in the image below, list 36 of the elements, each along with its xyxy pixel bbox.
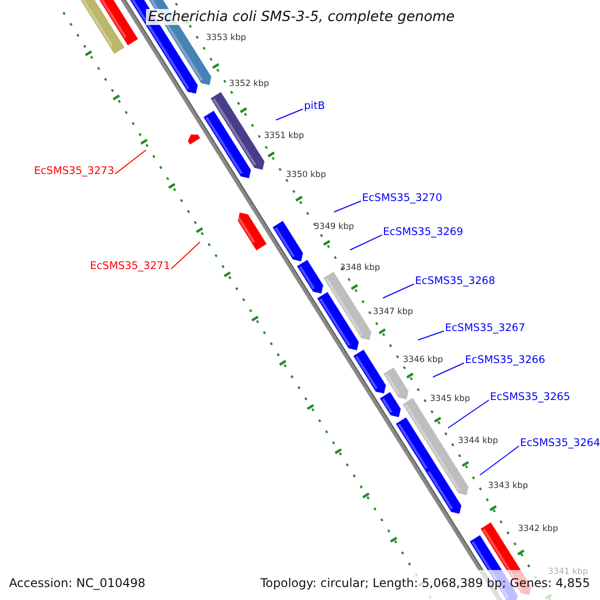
- leader-line: [480, 446, 520, 476]
- leader-line: [334, 200, 362, 212]
- leader-line: [418, 330, 444, 340]
- tick-label: 3342 kbp: [518, 524, 558, 534]
- tick-label: 3346 kbp: [403, 355, 444, 365]
- tick-label: 3349 kbp: [314, 222, 354, 232]
- tick-label: 3347 kbp: [373, 307, 414, 317]
- gene-label: EcSMS35_3270: [361, 192, 444, 204]
- accession-text: Accession: NC_010498: [9, 576, 146, 590]
- gene-label: EcSMS35_3273: [33, 165, 116, 177]
- leader-line: [382, 284, 414, 298]
- tick-label: 3352 kbp: [229, 79, 270, 89]
- gene-label: EcSMS35_3265: [489, 391, 572, 403]
- tick-label: 3351 kbp: [264, 131, 304, 141]
- genome-title: Escherichia coli SMS-3-5, complete genome: [146, 9, 457, 25]
- leader-line: [448, 400, 490, 428]
- tick-label: 3343 kbp: [488, 481, 528, 491]
- gene-label: EcSMS35_3269: [382, 226, 464, 238]
- tick-label: 3341 kbp: [548, 567, 588, 577]
- gene-label: pitB: [303, 100, 326, 112]
- gene-label: EcSMS35_3264: [519, 437, 600, 449]
- tick-label: 3353 kbp: [206, 33, 246, 43]
- tick-label: 3350 kbp: [286, 170, 326, 180]
- leader-line: [114, 150, 146, 174]
- gene-label: EcSMS35_3268: [414, 275, 496, 287]
- leader-line: [350, 234, 382, 250]
- leader-line: [276, 108, 304, 120]
- tick-label: 3345 kbp: [430, 394, 470, 404]
- leader-line: [170, 242, 200, 270]
- genome-summary-text: Topology: circular; Length: 5,068,389 bp; Genes: 4,855: [260, 576, 590, 590]
- gene-label: EcSMS35_3271: [89, 260, 172, 272]
- leader-line: [432, 362, 464, 378]
- gene-label: EcSMS35_3267: [444, 322, 526, 334]
- tick-label: 3344 kbp: [458, 436, 498, 446]
- tick-label: 3348 kbp: [340, 263, 380, 273]
- gene-label: EcSMS35_3266: [464, 354, 546, 366]
